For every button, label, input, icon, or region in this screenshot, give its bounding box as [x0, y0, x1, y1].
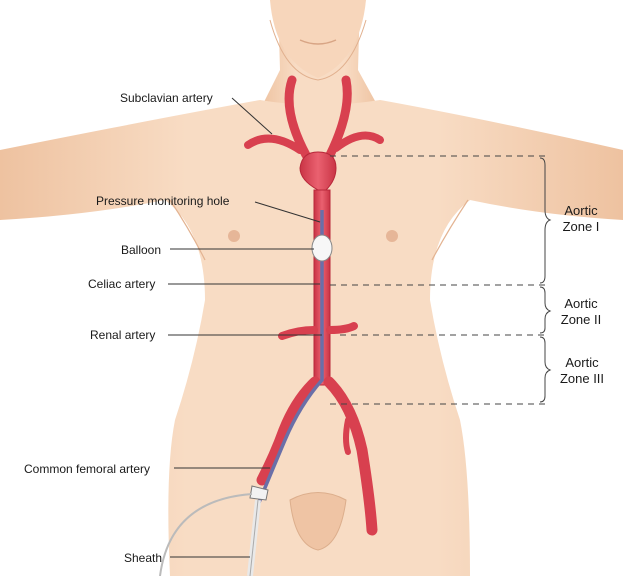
zone-1-line2: Zone I [562, 219, 600, 234]
label-common-femoral-artery: Common femoral artery [24, 462, 151, 476]
zone-3-bracket [539, 336, 552, 403]
zone-2-label: Aortic Zone II [552, 296, 610, 328]
leader-lines [168, 97, 322, 558]
label-celiac-artery: Celiac artery [88, 277, 156, 291]
zone-2-bracket [539, 286, 552, 334]
zone-2-line1: Aortic [564, 296, 598, 311]
zone-1-line1: Aortic [564, 203, 598, 218]
zone-3-line1: Aortic [565, 355, 599, 370]
zone-1-bracket [539, 157, 552, 284]
label-subclavian-artery: Subclavian artery [120, 91, 213, 105]
zone-3-label: Aortic Zone III [552, 355, 612, 387]
zone-2-line2: Zone II [560, 312, 602, 327]
reboa-catheter [159, 210, 333, 576]
label-balloon: Balloon [121, 243, 162, 257]
zone-3-line2: Zone III [559, 371, 605, 386]
zone-markers [330, 155, 552, 405]
balloon-shape [311, 234, 333, 262]
label-sheath: Sheath [124, 551, 163, 565]
label-renal-artery: Renal artery [90, 328, 156, 342]
zone-1-label: Aortic Zone I [552, 203, 610, 235]
label-pressure-monitoring-hole: Pressure monitoring hole [96, 194, 230, 208]
